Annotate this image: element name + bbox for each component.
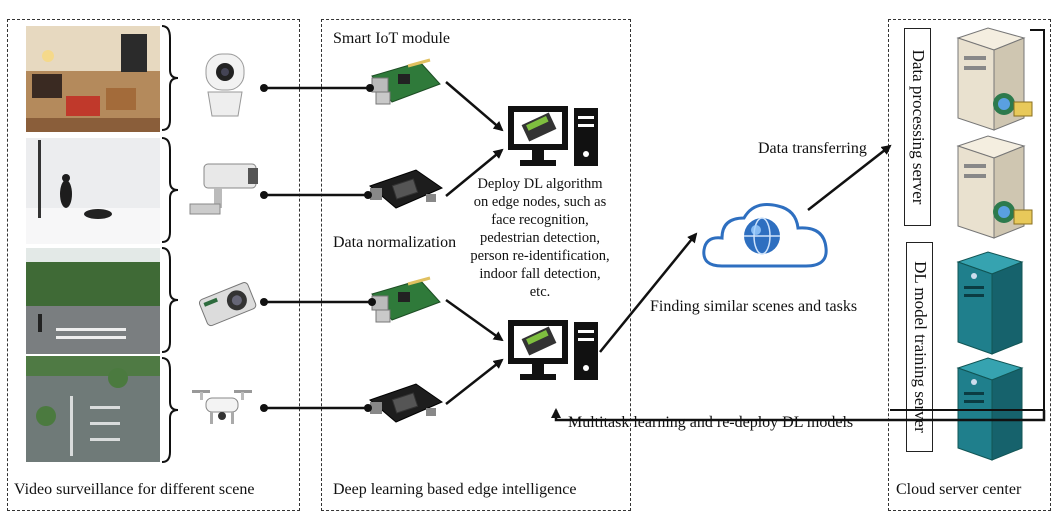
parking-lot-aerial-photo [26, 356, 160, 462]
smart-iot-module-label: Smart IoT module [333, 30, 451, 47]
drone-icon [192, 390, 252, 424]
bullet-camera-icon [189, 163, 258, 215]
deploy-line: pedestrian detection, [480, 230, 600, 246]
data-transferring-label: Data transferring [758, 140, 867, 157]
data-normalization-label: Data normalization [333, 234, 457, 251]
scene-braces [161, 25, 179, 463]
raspberry-pi-board-icon [371, 58, 441, 105]
edge-computer-icon [508, 106, 598, 166]
dl-model-training-server-label: DL model training server [906, 242, 933, 452]
deploy-dl-description: Deploy DL algorithm on edge nodes, such … [466, 175, 614, 301]
beige-server-icon [956, 135, 1033, 239]
cloud-globe-icon [702, 203, 828, 268]
deploy-line: face recognition, [491, 212, 589, 228]
cloud-panel-caption: Cloud server center [896, 481, 1022, 498]
edge-computer-icon [508, 320, 598, 380]
deploy-line: indoor fall detection, [479, 266, 601, 282]
multitask-learning-label: Multitask learning and re-deploy DL mode… [568, 414, 854, 431]
finding-similar-label: Finding similar scenes and tasks [650, 298, 858, 315]
dome-camera-icon [205, 53, 245, 117]
cloud-server-panel [888, 19, 1051, 511]
jetson-board-icon [369, 169, 444, 209]
action-camera-icon [198, 282, 257, 327]
deploy-line: Deploy DL algorithm [477, 176, 603, 192]
edge-panel-caption: Deep learning based edge intelligence [333, 481, 577, 498]
snow-fall-scene-photo [26, 138, 160, 244]
beige-server-icon [956, 27, 1033, 131]
video-surveillance-panel [7, 19, 300, 511]
data-processing-server-label: Data processing server [904, 28, 931, 226]
street-scene-photo [26, 248, 160, 354]
indoor-scene-photo [26, 26, 160, 132]
raspberry-pi-board-icon [371, 276, 441, 323]
jetson-board-icon [369, 383, 444, 423]
deploy-line: person re-identification, [470, 248, 610, 264]
teal-server-icon [956, 251, 1024, 355]
deploy-line: on edge nodes, such as [473, 194, 607, 210]
video-panel-caption: Video surveillance for different scene [14, 481, 255, 498]
teal-server-icon [956, 357, 1024, 461]
deploy-line: etc. [529, 284, 551, 300]
